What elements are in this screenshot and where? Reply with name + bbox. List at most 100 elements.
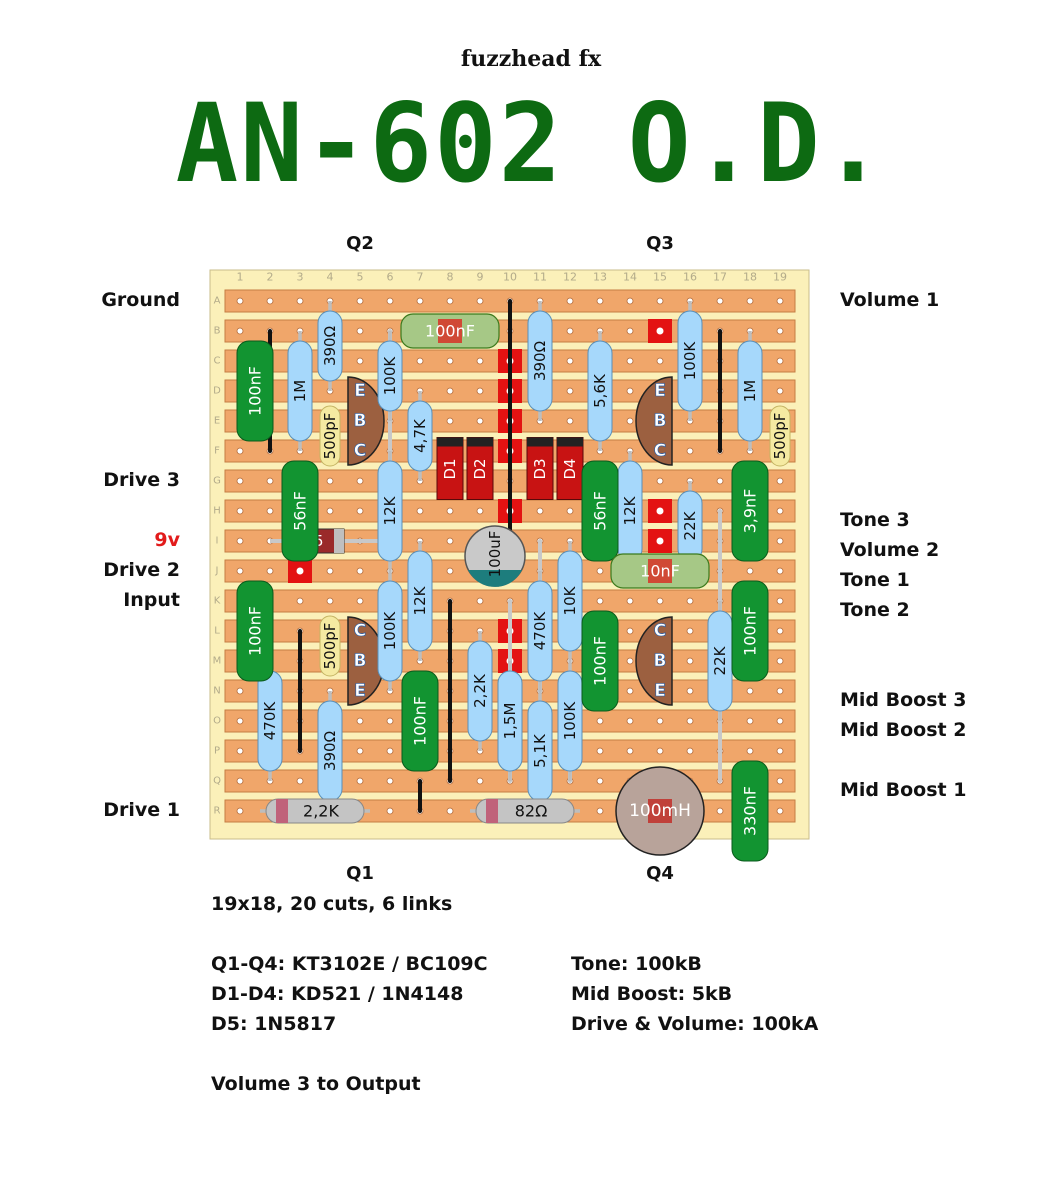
hole	[326, 477, 334, 485]
hole	[476, 417, 484, 425]
capacitor-label: 500pF	[321, 413, 339, 460]
hole	[386, 747, 394, 755]
hole	[356, 507, 364, 515]
resistor-label: 390Ω	[321, 731, 339, 771]
hole	[356, 357, 364, 365]
row-label: B	[214, 326, 221, 337]
row-label: E	[214, 416, 220, 427]
resistor-label: 4,7K	[411, 418, 429, 453]
hole	[476, 387, 484, 395]
hole	[776, 657, 784, 665]
column-label: 9	[477, 271, 484, 284]
diode-d3: D3	[526, 437, 554, 500]
hole	[386, 297, 394, 305]
pin-label: C	[654, 441, 666, 461]
hole	[656, 357, 664, 365]
hole	[236, 777, 244, 785]
hole	[626, 417, 634, 425]
column-label: 7	[417, 271, 424, 284]
hole	[536, 507, 544, 515]
hole	[236, 807, 244, 815]
hole	[296, 297, 304, 305]
capacitor-label: 500pF	[771, 413, 789, 460]
pin-label: B	[654, 651, 667, 671]
film-capacitor: 100nF	[400, 313, 500, 349]
column-label: 15	[653, 271, 667, 284]
label-midboost3: Mid Boost 3	[840, 688, 967, 711]
resistor: 12K	[617, 451, 643, 571]
resistor: 390Ω	[317, 691, 343, 811]
capacitor-label: 3,9nF	[741, 489, 760, 534]
hole	[566, 507, 574, 515]
hole	[266, 507, 274, 515]
transistor-q3: EBC	[635, 376, 673, 466]
project-title: AN-602 O.D.	[175, 78, 887, 208]
hole	[656, 477, 664, 485]
hole	[626, 357, 634, 365]
hole	[596, 567, 604, 575]
resistor-label: 82Ω	[515, 802, 548, 821]
resistor: 1M	[287, 331, 313, 451]
hole	[266, 297, 274, 305]
hole	[446, 567, 454, 575]
hole	[686, 597, 694, 605]
hole	[386, 807, 394, 815]
hole	[596, 777, 604, 785]
resistor: 12K	[377, 451, 403, 571]
row-label: O	[213, 716, 221, 727]
hole	[776, 507, 784, 515]
resistor: 100K	[377, 571, 403, 691]
hole	[236, 567, 244, 575]
hole	[356, 777, 364, 785]
hole	[236, 717, 244, 725]
resistor: 4,7K	[407, 391, 433, 481]
output-note: Volume 3 to Output	[211, 1073, 421, 1095]
pin-label: C	[654, 621, 666, 641]
hole	[566, 387, 574, 395]
hole	[656, 717, 664, 725]
capacitor-label: 100nF	[425, 322, 475, 341]
film-capacitor: 330nF	[731, 760, 769, 862]
hole	[776, 477, 784, 485]
column-label: 14	[623, 271, 637, 284]
label-volume2: Volume 2	[840, 538, 940, 561]
hole	[776, 627, 784, 635]
resistor-label: 470K	[531, 611, 549, 651]
capacitor-label: 500pF	[321, 623, 339, 670]
hole	[716, 297, 724, 305]
column-label: 3	[297, 271, 304, 284]
brand-name: fuzzhead fx	[460, 46, 602, 72]
row-label: R	[214, 806, 221, 817]
pin-label: E	[354, 381, 366, 401]
hole	[746, 717, 754, 725]
hole	[356, 477, 364, 485]
resistor-label: 100K	[681, 341, 699, 381]
hole	[776, 687, 784, 695]
hole	[776, 717, 784, 725]
column-label: 6	[387, 271, 394, 284]
capacitor-label: 56nF	[291, 491, 310, 531]
hole	[776, 357, 784, 365]
hole	[356, 597, 364, 605]
hole	[746, 747, 754, 755]
hole	[296, 597, 304, 605]
diode-label: D4	[561, 458, 579, 479]
hole	[596, 807, 604, 815]
hole	[686, 657, 694, 665]
hole	[776, 537, 784, 545]
resistor: 1,5M	[497, 661, 523, 781]
column-label: 18	[743, 271, 757, 284]
pin-label: B	[354, 411, 367, 431]
q4-label: Q4	[646, 863, 674, 884]
film-capacitor: 10nF	[610, 553, 710, 589]
capacitor-label: 56nF	[591, 491, 610, 531]
q1-label: Q1	[346, 863, 374, 884]
resistor: 5,1K	[527, 691, 553, 811]
film-capacitor: 56nF	[581, 460, 619, 562]
hole	[566, 417, 574, 425]
hole	[776, 807, 784, 815]
film-capacitor: 56nF	[281, 460, 319, 562]
hole	[236, 507, 244, 515]
row-label: C	[214, 356, 221, 367]
q3-label: Q3	[646, 233, 674, 254]
